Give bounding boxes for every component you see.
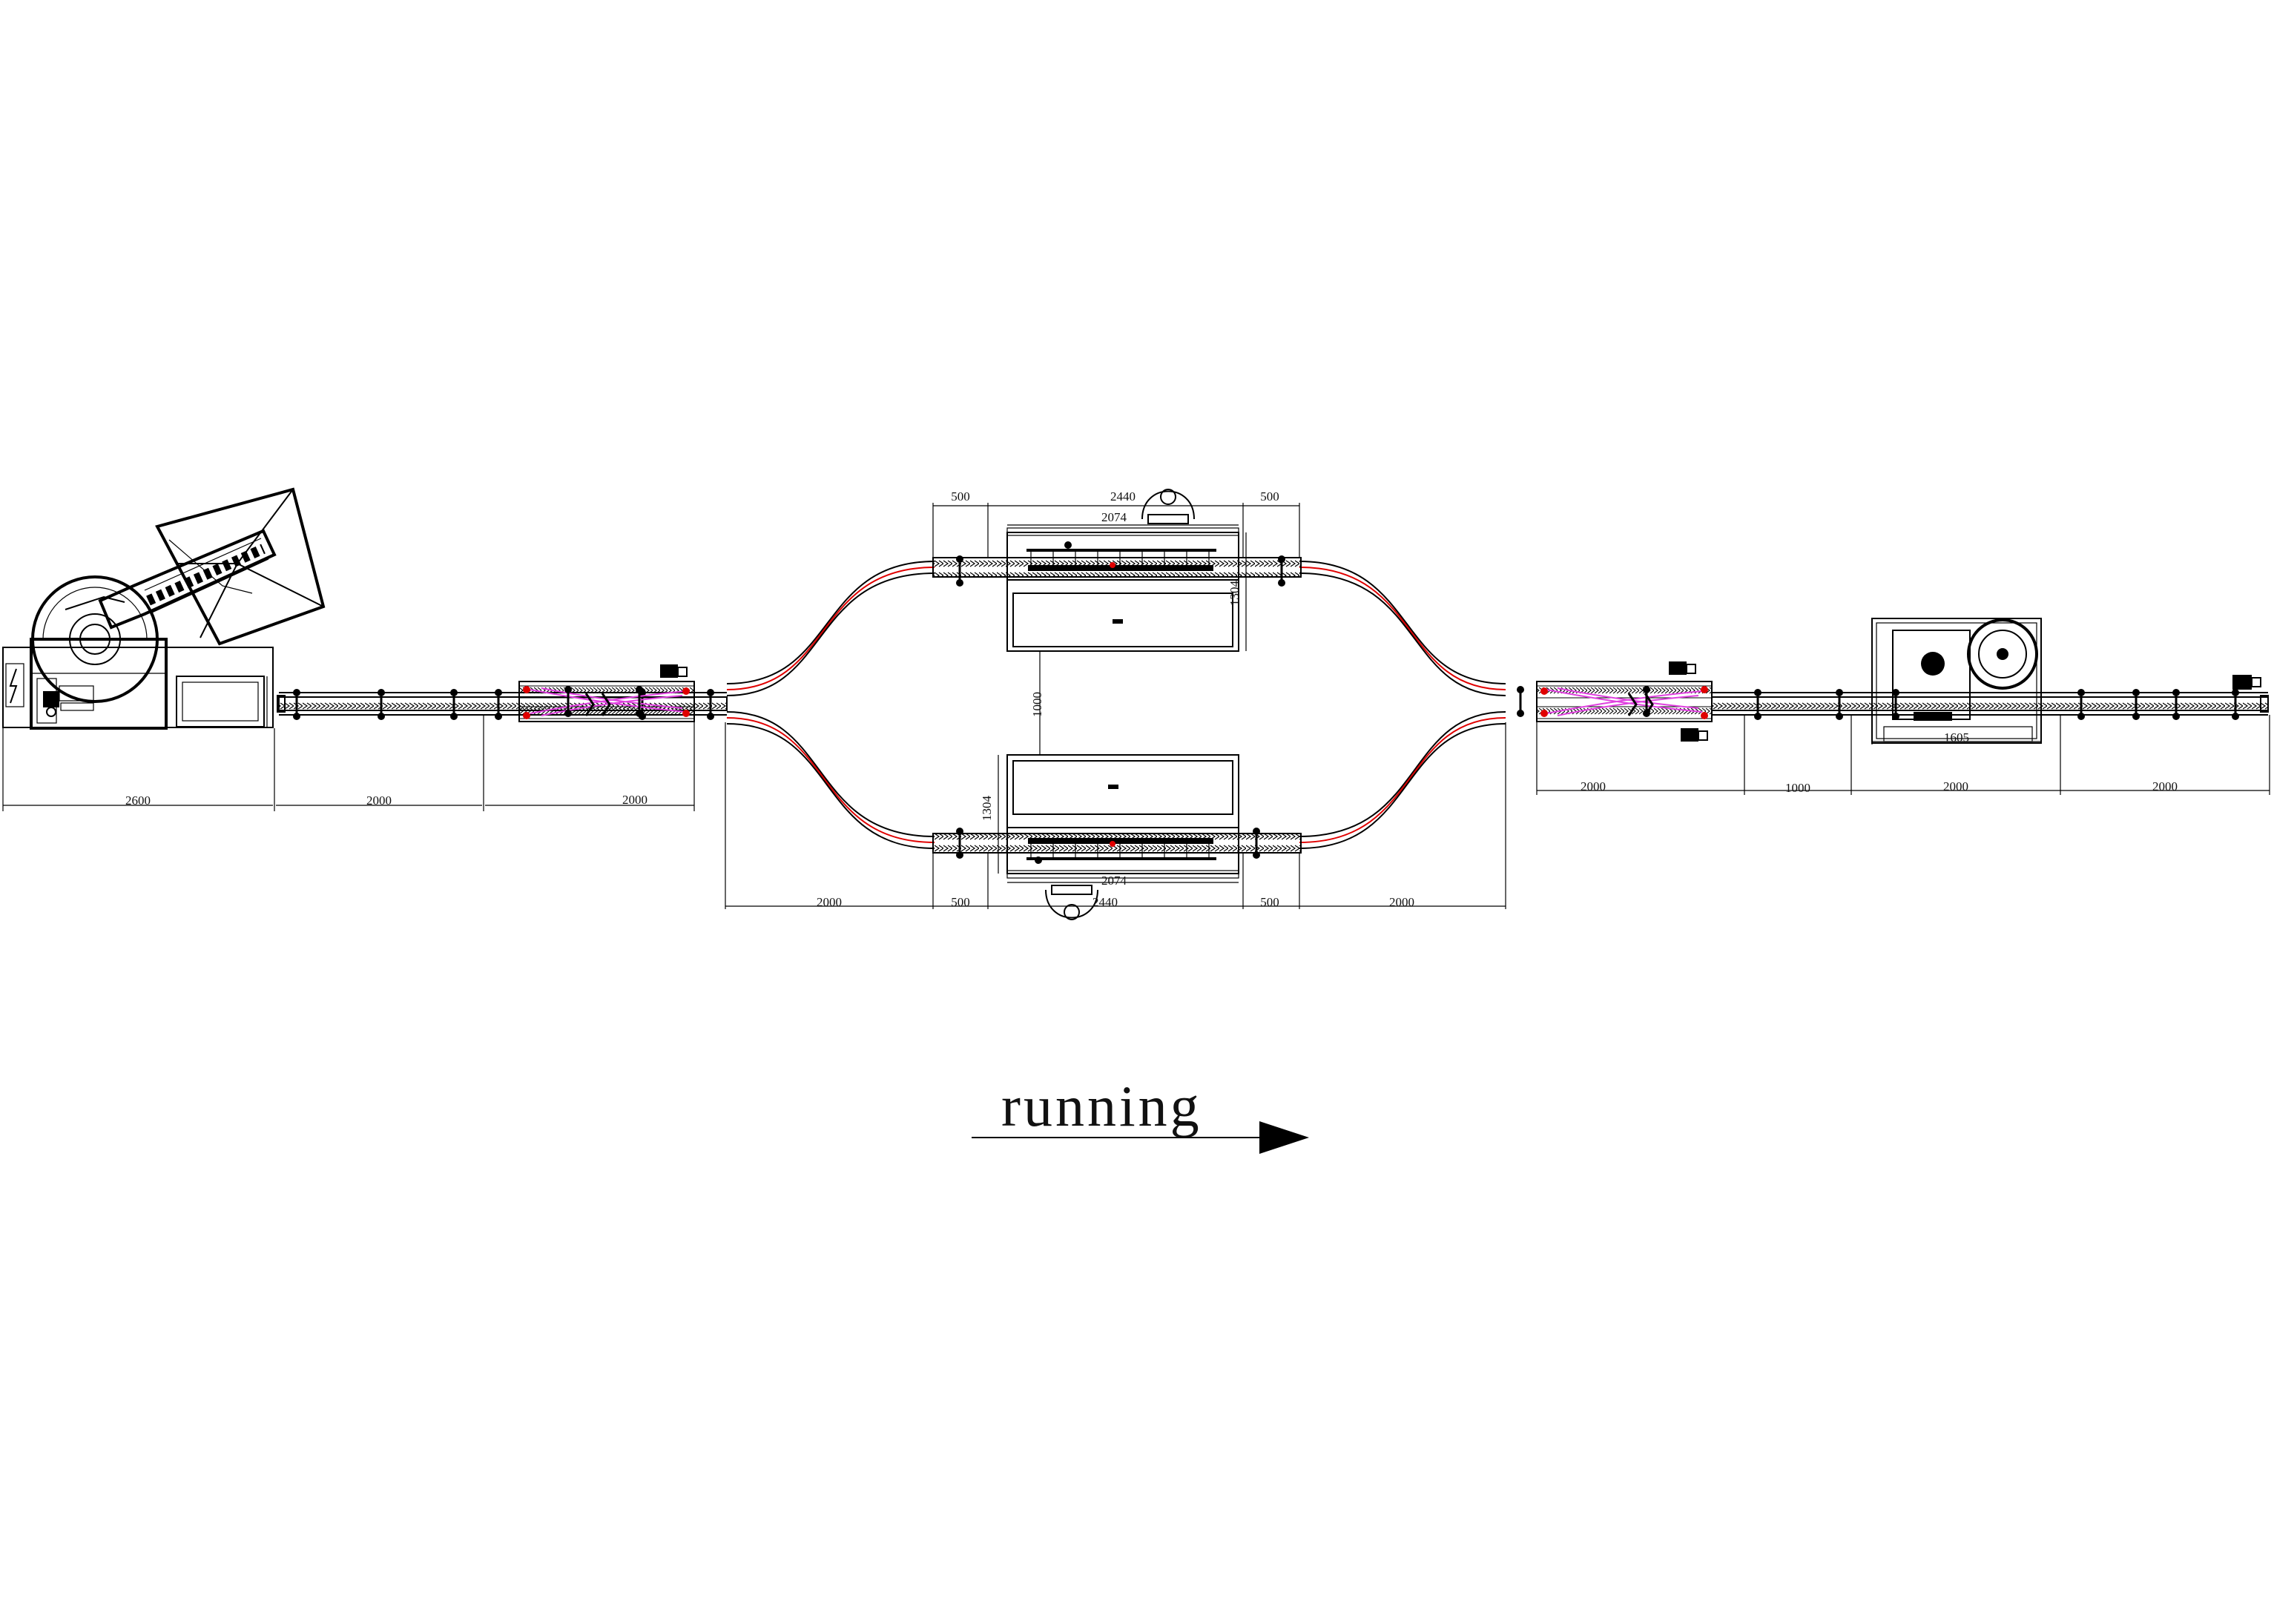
flow-arrow-icon xyxy=(1259,1121,1309,1154)
feeder-machine xyxy=(2,487,326,730)
curve-tracks xyxy=(726,561,1506,849)
lower-machine xyxy=(932,754,1302,920)
dim-2000: 2000 xyxy=(817,895,842,909)
dim-1000: 1000 xyxy=(1030,692,1044,717)
dim-2000: 2000 xyxy=(2152,779,2178,793)
conveyor-right xyxy=(1711,675,2269,722)
splitter-left xyxy=(518,664,695,722)
dim-2000: 2000 xyxy=(366,793,392,808)
splitter-right xyxy=(1515,661,1713,742)
dim-1304: 1304 xyxy=(1227,581,1242,607)
dim-1000: 1000 xyxy=(1785,781,1810,795)
dim-2000: 2000 xyxy=(1943,779,1968,793)
dim-2000: 2000 xyxy=(622,793,647,807)
motor-icon xyxy=(43,691,59,717)
dim-2440: 2440 xyxy=(1092,895,1118,909)
running-label: running xyxy=(1001,1074,1202,1138)
dim-500: 500 xyxy=(1260,489,1279,504)
dim-1304: 1304 xyxy=(980,796,994,822)
electric-hazard-icon xyxy=(5,663,24,707)
dim-2074: 2074 xyxy=(1101,510,1127,524)
dim-2600: 2600 xyxy=(125,793,151,808)
motor-icon xyxy=(660,664,688,678)
dimension-lines xyxy=(2,503,2270,909)
hopper-icon xyxy=(155,487,326,646)
motor-icon xyxy=(1669,661,1708,742)
capping-machine xyxy=(1871,618,2042,744)
dim-2440: 2440 xyxy=(1110,489,1136,504)
upper-machine xyxy=(932,489,1302,652)
dim-2000: 2000 xyxy=(1389,895,1414,909)
dim-2000: 2000 xyxy=(1581,779,1606,793)
dim-500: 500 xyxy=(1260,895,1279,909)
dim-500: 500 xyxy=(951,489,970,504)
dim-1605: 1605 xyxy=(1944,730,1969,745)
motor-icon xyxy=(2232,675,2261,690)
dim-2074: 2074 xyxy=(1101,874,1127,888)
running-direction: running xyxy=(972,1074,1309,1154)
dimension-labels: 2600 2000 2000 500 2440 2074 500 1304 10… xyxy=(125,489,2178,909)
elevator-belt xyxy=(98,529,277,630)
coil-wheel-icon xyxy=(31,575,159,703)
dim-500: 500 xyxy=(951,895,970,909)
